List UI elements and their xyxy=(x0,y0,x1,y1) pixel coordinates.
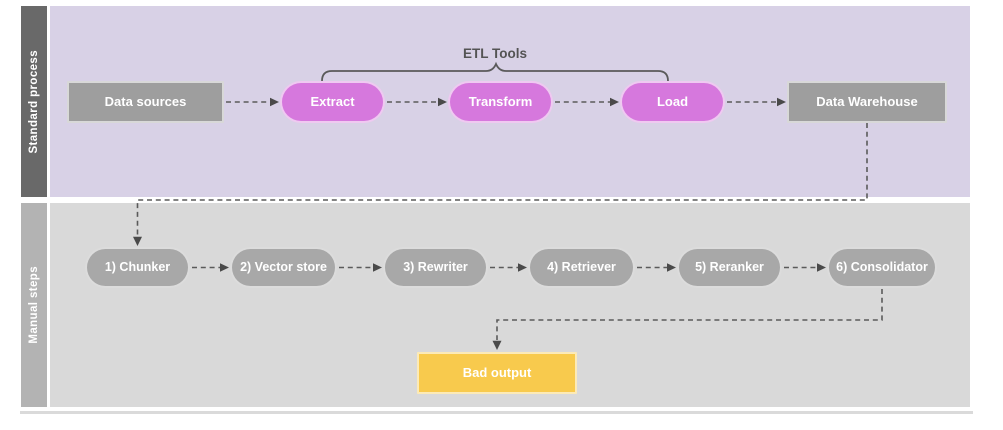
node-load: Load xyxy=(620,81,725,123)
node-bad-output: Bad output xyxy=(417,352,577,394)
lane-header-manual-steps: Manual steps xyxy=(21,203,47,407)
lane-label-manual-steps: Manual steps xyxy=(28,266,40,344)
node-chunker: 1) Chunker xyxy=(85,247,190,288)
node-transform: Transform xyxy=(448,81,553,123)
node-consolidator: 6) Consolidator xyxy=(827,247,937,288)
node-data-warehouse: Data Warehouse xyxy=(787,81,947,123)
etl-tools-bracket-label: ETL Tools xyxy=(463,46,527,61)
node-rewriter: 3) Rewriter xyxy=(383,247,488,288)
node-retriever: 4) Retriever xyxy=(528,247,635,288)
node-extract: Extract xyxy=(280,81,385,123)
lane-label-standard-process: Standard process xyxy=(28,49,40,154)
bottom-divider xyxy=(20,411,973,414)
node-vector-store: 2) Vector store xyxy=(230,247,337,288)
node-data-sources: Data sources xyxy=(67,81,224,123)
lane-header-standard-process: Standard process xyxy=(21,6,47,197)
node-reranker: 5) Reranker xyxy=(677,247,782,288)
